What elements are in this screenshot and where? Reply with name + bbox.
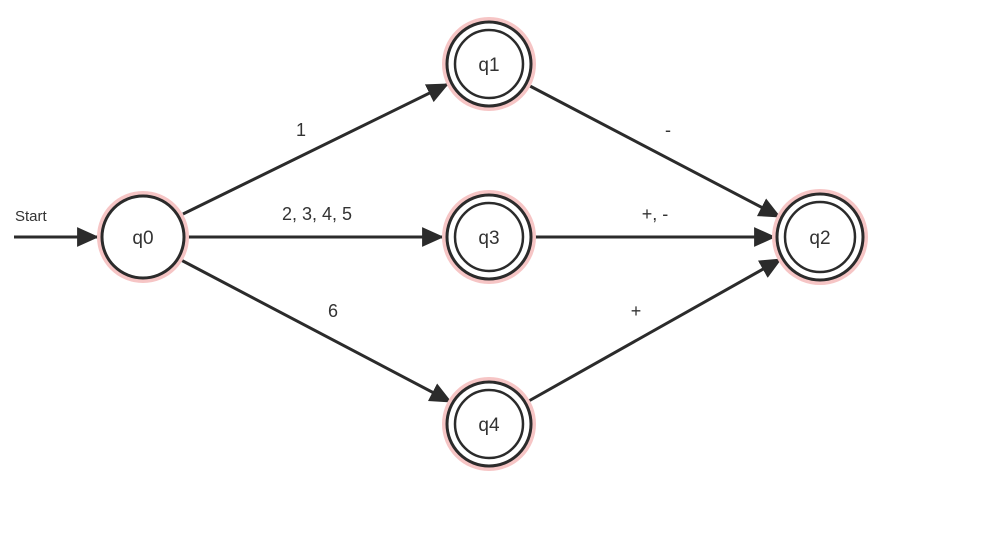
states: q0 q1 q3 q4 q2 bbox=[97, 17, 868, 471]
edge-label-q0-q1: 1 bbox=[296, 120, 306, 140]
edge-line-q1-q2 bbox=[527, 83, 781, 219]
state-inner-circle bbox=[783, 200, 857, 274]
start-label: Start bbox=[15, 208, 48, 225]
start-arrow: Start bbox=[14, 208, 100, 247]
transition-q0-q3: 2, 3, 4, 5 bbox=[188, 204, 445, 247]
edge-label-q4-q2: + bbox=[631, 301, 642, 321]
edge-label-q1-q2: - bbox=[665, 120, 671, 140]
edge-line-q0-q4 bbox=[180, 258, 452, 404]
edge-line-q0-q1 bbox=[182, 82, 449, 216]
state-q3[interactable]: q3 bbox=[442, 190, 536, 284]
state-q1[interactable]: q1 bbox=[442, 17, 536, 111]
state-circle bbox=[100, 194, 186, 280]
transition-q0-q4: 6 bbox=[180, 258, 452, 404]
state-inner-circle bbox=[453, 28, 525, 100]
transition-q3-q2: +, - bbox=[534, 204, 777, 247]
edge-label-q3-q2: +, - bbox=[642, 204, 669, 224]
state-q0[interactable]: q0 bbox=[97, 191, 189, 283]
state-inner-circle bbox=[453, 201, 525, 273]
transitions: 1 2, 3, 4, 5 6 - +, - + bbox=[180, 82, 782, 404]
state-label-q3: q3 bbox=[478, 228, 499, 249]
state-label-q1: q1 bbox=[478, 55, 499, 76]
transition-q0-q1: 1 bbox=[182, 82, 449, 216]
state-label-q4: q4 bbox=[478, 415, 500, 436]
transition-q1-q2: - bbox=[527, 83, 781, 219]
state-label-q2: q2 bbox=[809, 228, 830, 249]
state-q4[interactable]: q4 bbox=[442, 377, 536, 471]
edge-label-q0-q4: 6 bbox=[328, 301, 338, 321]
edge-label-q0-q3: 2, 3, 4, 5 bbox=[282, 204, 352, 224]
state-inner-circle bbox=[453, 388, 525, 460]
state-q2[interactable]: q2 bbox=[772, 189, 868, 285]
edge-line-q4-q2 bbox=[526, 257, 782, 404]
transition-q4-q2: + bbox=[526, 257, 782, 404]
state-label-q0: q0 bbox=[132, 228, 153, 249]
